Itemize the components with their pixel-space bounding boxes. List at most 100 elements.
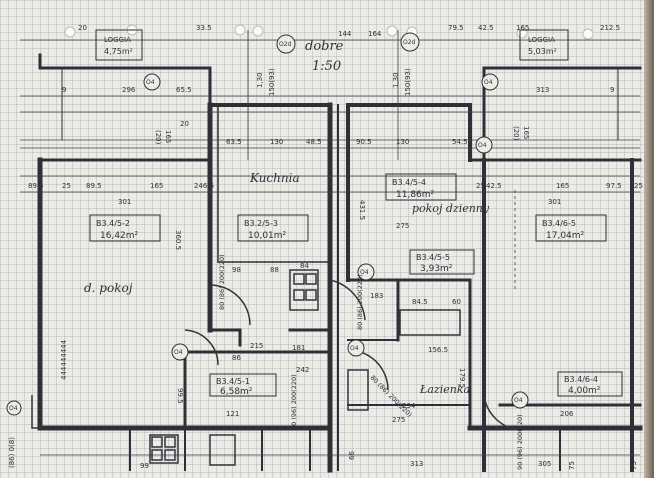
dim: 84 <box>300 262 309 270</box>
room-name-bathroom: Łazienka <box>419 383 470 396</box>
opening-label: O4 <box>146 79 155 86</box>
dim: 301 <box>118 198 131 206</box>
dim: 313 <box>410 460 423 468</box>
dim: 84.5 <box>412 298 428 306</box>
dim: 86 <box>232 354 241 362</box>
dim: 275 <box>396 222 409 230</box>
opening-label: O4 <box>478 142 487 149</box>
title-text: dobre <box>305 39 344 54</box>
room-name-living: pokoj dzienny <box>412 202 490 215</box>
dimension-lines <box>20 30 640 456</box>
dim: 360.5 <box>174 230 182 250</box>
room-code: B3.4/5-4 <box>392 178 426 187</box>
dim: 25 <box>62 182 71 190</box>
room-code: B3.4/5-2 <box>96 219 130 228</box>
dim: 165 <box>556 182 569 190</box>
dim: 275 <box>392 416 405 424</box>
dim: (20) <box>154 130 162 145</box>
door-tags: 80 (86) 200(220) 80 (86) 200(220) 90 (96… <box>218 254 524 470</box>
door-tag: 80 (86) 200(220) <box>218 254 226 310</box>
dim: 79.5 <box>448 24 464 32</box>
opening-label: O4 <box>514 397 523 404</box>
opening-markers <box>6 32 529 416</box>
dim: 296 <box>122 86 136 94</box>
dim: 156.5 <box>428 346 448 354</box>
dim: (20) <box>512 126 520 141</box>
room-area: 16,42m² <box>100 231 139 241</box>
dim: 65.5 <box>176 86 192 94</box>
dim: 246.5 <box>194 182 214 190</box>
dim: 206 <box>560 410 574 418</box>
room-code: B3.2/5-3 <box>244 219 278 228</box>
dim: 42.5 <box>478 24 494 32</box>
room-tags <box>89 29 623 397</box>
dim: 63.5 <box>226 138 242 146</box>
door-tag: 90 (96) 200(220) <box>516 414 524 470</box>
dim: 301 <box>548 198 561 206</box>
dim: 75 <box>630 461 638 470</box>
loggia-area: 5,03m² <box>528 47 557 56</box>
room-name-bedroom: d. pokoj <box>84 281 133 295</box>
dim: 165 <box>150 182 163 190</box>
dim: 89.5 <box>28 182 44 190</box>
dim: 215 <box>250 342 263 350</box>
dim: 305 <box>538 460 551 468</box>
paper-edge <box>644 0 654 478</box>
dim: 89.5 <box>86 182 102 190</box>
dim: 20 <box>180 120 189 128</box>
dim: 20 <box>78 24 87 32</box>
dim: 48.5 <box>306 138 322 146</box>
dim: 165 <box>522 126 530 139</box>
binder-holes <box>64 24 594 40</box>
room-area: 11,86m² <box>396 190 435 200</box>
fixtures <box>31 269 461 466</box>
dim: 42.5 <box>486 182 502 190</box>
dim: 97.5 <box>606 182 622 190</box>
room-code: B3.4/5-5 <box>416 253 450 262</box>
opening-labels: O2d O2d O4 O4 O4 O4 O4 O4 O4 O4 <box>9 39 523 412</box>
loggia-label: LOGGIA <box>104 36 131 44</box>
opening-label: O4 <box>174 349 183 356</box>
dim: 75 <box>568 461 576 470</box>
dim: 431.5 <box>358 200 366 220</box>
dim: 33.5 <box>196 24 212 32</box>
dim: 54.5 <box>452 138 468 146</box>
dim: 242 <box>296 366 309 374</box>
dim: 234 <box>402 402 416 410</box>
opening-label: O4 <box>484 79 493 86</box>
dim: 150(93) <box>404 68 412 96</box>
room-code: B3.4/6-5 <box>542 219 576 228</box>
opening-label: O2d <box>403 39 416 46</box>
loggia-area: 4,75m² <box>104 47 133 56</box>
dim: 90.5 <box>356 138 372 146</box>
dim: 25 <box>634 182 643 190</box>
dim: 212.5 <box>600 24 620 32</box>
door-tag: 80 (86) 200(220) <box>356 274 364 330</box>
room-codes: B3.4/5-2 16,42m² B3.2/5-3 10,01m² B3.4/5… <box>96 36 601 397</box>
dim: 99.5 <box>176 388 184 404</box>
dim: 66 <box>348 451 356 460</box>
room-code: B3.4/5-1 <box>216 377 250 386</box>
dim: 164 <box>368 30 382 38</box>
opening-label: O4 <box>9 405 18 412</box>
dim: 9 <box>62 86 66 94</box>
dim: 144 <box>338 30 352 38</box>
dim: 1,30 <box>256 72 264 88</box>
dim: 88 <box>270 266 279 274</box>
dimension-texts: 20 33.5 144 164 79.5 42.5 212.5 165 296 … <box>28 24 643 470</box>
door-tag: 90 (96) 200(220) <box>290 374 298 430</box>
dim: 60 <box>452 298 461 306</box>
room-area: 6,58m² <box>220 387 253 397</box>
dim: 165 <box>164 130 172 143</box>
dim: 313 <box>536 86 549 94</box>
loggia-label: LOGGIA <box>528 36 555 44</box>
door-tag: 80 (86) 200(220) <box>369 374 414 419</box>
dim: 179.5 <box>458 368 466 388</box>
room-code: B3.4/6-4 <box>564 375 598 384</box>
room-area: 4,00m² <box>568 386 601 396</box>
opening-label: O4 <box>360 269 369 276</box>
dim: 25 <box>476 182 485 190</box>
left-vertical-mark: (86) 0(8) <box>8 437 16 468</box>
